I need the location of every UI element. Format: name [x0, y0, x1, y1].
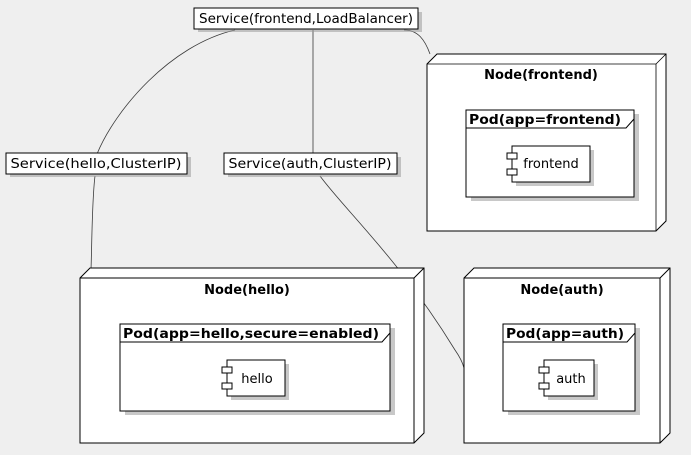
edge-auth-service-to-auth-node	[319, 175, 465, 369]
service-frontend-label: Service(frontend,LoadBalancer)	[199, 12, 413, 27]
node-hello-title: Node(hello)	[204, 283, 290, 298]
service-hello-label: Service(hello,ClusterIP)	[11, 157, 182, 172]
edge-lb-to-hello-service	[96, 29, 236, 155]
component-frontend: frontend	[506, 145, 594, 186]
pod-frontend-label: Pod(app=frontend)	[469, 113, 621, 128]
component-auth-label: auth	[556, 372, 586, 387]
pod-auth: Pod(app=auth) auth	[502, 323, 640, 415]
component-frontend-label: frontend	[523, 157, 578, 172]
node-auth-title: Node(auth)	[520, 283, 603, 298]
pod-hello-label: Pod(app=hello,secure=enabled)	[123, 327, 379, 342]
component-hello: hello	[221, 359, 289, 400]
pod-auth-label: Pod(app=auth)	[506, 327, 624, 342]
service-frontend-loadbalancer: Service(frontend,LoadBalancer)	[193, 7, 422, 32]
component-hello-label: hello	[241, 372, 272, 387]
pod-frontend: Pod(app=frontend) frontend	[465, 109, 639, 201]
node-hello: Node(hello) Pod(app=hello,secure=enabled…	[79, 267, 425, 444]
component-auth: auth	[538, 359, 598, 400]
pod-auth-tab	[503, 324, 636, 343]
service-auth-clusterip: Service(auth,ClusterIP)	[223, 152, 401, 177]
node-frontend: Node(frontend) Pod(app=frontend) fronten…	[426, 53, 667, 232]
node-auth: Node(auth) Pod(app=auth) auth	[463, 267, 671, 444]
service-hello-clusterip: Service(hello,ClusterIP)	[5, 152, 191, 177]
node-frontend-title: Node(frontend)	[484, 68, 598, 83]
edge-lb-to-frontend-node	[403, 29, 431, 55]
pod-hello: Pod(app=hello,secure=enabled) hello	[119, 323, 395, 415]
service-auth-label: Service(auth,ClusterIP)	[229, 157, 392, 172]
edge-hello-service-to-hello-node	[90, 175, 96, 271]
pod-hello-tab	[120, 324, 391, 343]
pod-frontend-tab	[466, 110, 635, 129]
